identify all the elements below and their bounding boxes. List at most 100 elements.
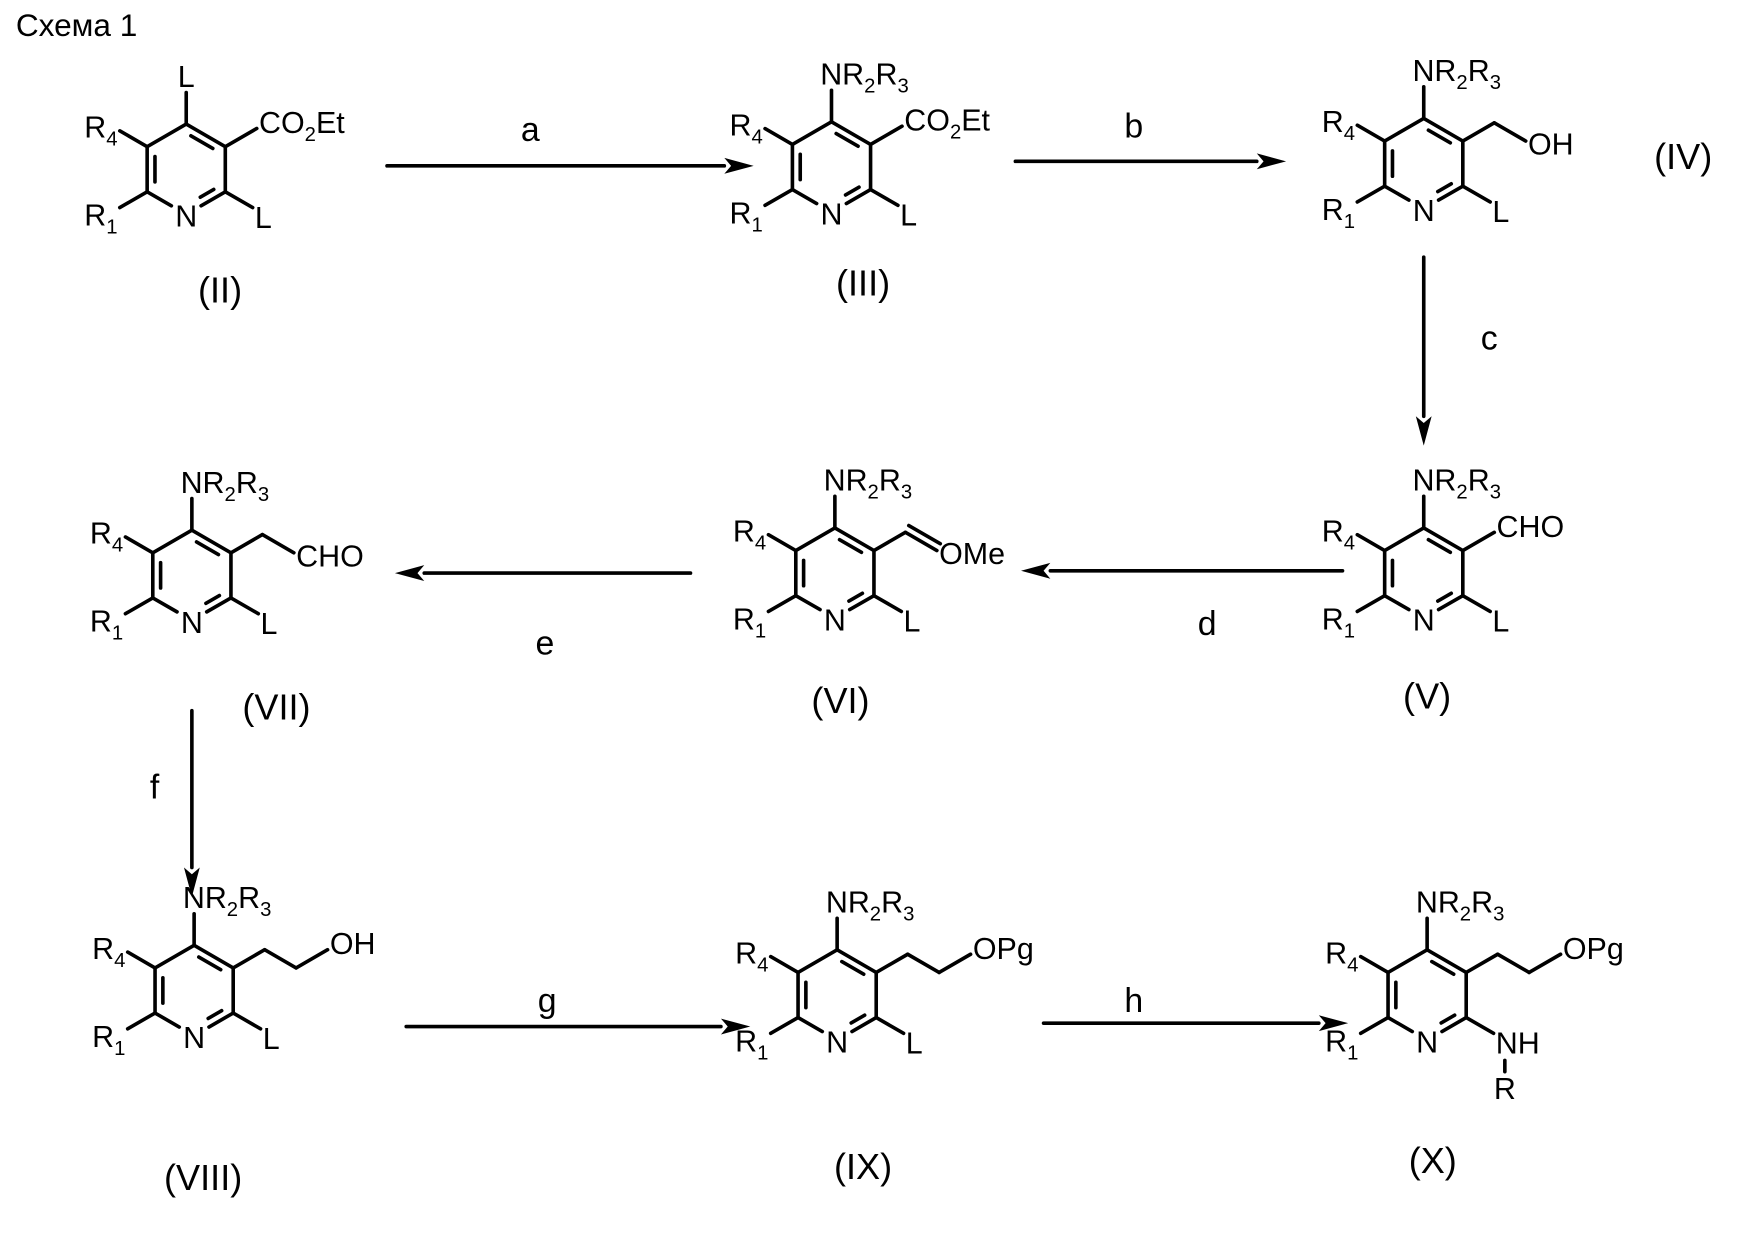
bond-line <box>155 945 194 968</box>
r1-substituent: R1 <box>90 605 123 645</box>
bond-line <box>874 532 905 550</box>
reaction-step-label: g <box>538 982 557 1020</box>
bond-line <box>792 122 831 145</box>
top-substituent: NR2R3 <box>1416 886 1505 926</box>
lower-right-substituent: L <box>904 605 921 639</box>
bond-line <box>1463 186 1490 202</box>
reaction-arrow-c: c <box>1416 257 1498 445</box>
top-substituent: NR2R3 <box>824 464 913 504</box>
bond-line <box>1361 1018 1388 1034</box>
lower-right-substituent: L <box>1492 195 1509 229</box>
arrow-head <box>724 158 753 174</box>
bond-line <box>792 190 816 204</box>
lower-right-substituent: L <box>906 1027 923 1061</box>
compounds: NLR4R1LCO2Et(II)NNR2R3R4R1LCO2Et(III)NNR… <box>84 54 1712 1198</box>
side-chain-group: OPg <box>973 932 1034 966</box>
bond-line <box>1357 125 1384 141</box>
top-substituent: L <box>178 60 195 94</box>
bond-line <box>876 1018 903 1034</box>
bond-line <box>1357 186 1384 202</box>
lower-right-substituent: NH <box>1496 1027 1540 1061</box>
reaction-step-label: b <box>1124 108 1143 146</box>
bond-line <box>1357 596 1384 612</box>
ring-nitrogen: N <box>175 200 197 234</box>
bond-line <box>796 528 835 551</box>
ring-nitrogen: N <box>821 197 843 231</box>
amine-r-substituent: R <box>1494 1072 1516 1106</box>
top-substituent: NR2R3 <box>1412 464 1501 504</box>
bond-line <box>1466 1018 1493 1034</box>
reaction-arrow-h: h <box>1044 982 1349 1031</box>
reaction-arrow-b: b <box>1015 108 1286 170</box>
double-bond-line <box>206 596 219 604</box>
r1-substituent: R1 <box>733 602 766 642</box>
double-bond-line <box>208 1011 221 1019</box>
ring-nitrogen: N <box>826 1026 848 1060</box>
top-substituent: NR2R3 <box>826 886 915 926</box>
r1-substituent: R1 <box>1322 602 1355 642</box>
compound-label: (VII) <box>242 687 310 728</box>
arrow-head <box>1416 416 1432 445</box>
side-chain-group: OMe <box>939 537 1005 571</box>
side-chain-group: CO2Et <box>259 106 345 146</box>
r4-substituent: R4 <box>92 932 125 972</box>
bond-line <box>1463 123 1494 141</box>
bond-line <box>1361 957 1388 973</box>
r4-substituent: R4 <box>1325 936 1358 976</box>
reaction-arrow-g: g <box>406 982 750 1035</box>
bond-line <box>262 535 293 553</box>
reaction-arrow-a: a <box>387 111 754 174</box>
double-bond-line <box>200 189 213 197</box>
arrow-head <box>395 565 424 581</box>
top-substituent: NR2R3 <box>181 466 270 506</box>
r4-substituent: R4 <box>84 111 117 151</box>
arrow-head <box>1257 153 1286 169</box>
bond-line <box>120 131 147 147</box>
compound-label: (V) <box>1403 675 1451 716</box>
r1-substituent: R1 <box>92 1020 125 1060</box>
compound-label: (III) <box>836 263 890 304</box>
compound-VI: NNR2R3R4R1LOMe(VI) <box>733 464 1005 721</box>
double-bond-line <box>909 526 940 544</box>
bond-line <box>768 535 795 551</box>
bond-line <box>1529 954 1560 972</box>
bond-line <box>153 530 192 553</box>
bond-line <box>771 1018 798 1034</box>
reaction-arrow-f: f <box>150 711 200 897</box>
side-chain-group: CHO <box>1497 510 1565 544</box>
top-substituent: NR2R3 <box>1412 54 1501 94</box>
bond-line <box>1385 528 1424 551</box>
compound-label: (X) <box>1409 1140 1457 1181</box>
bond-line <box>1385 186 1409 200</box>
bond-line <box>876 954 907 972</box>
lower-right-substituent: L <box>255 201 272 235</box>
reaction-step-label: c <box>1481 320 1498 358</box>
top-substituent: NR2R3 <box>820 58 909 98</box>
side-chain-group: OH <box>1528 128 1574 162</box>
r4-substituent: R4 <box>1322 514 1355 554</box>
compound-II: NLR4R1LCO2Et(II) <box>84 60 345 310</box>
bond-line <box>225 128 256 146</box>
bond-line <box>905 532 936 550</box>
lower-right-substituent: L <box>263 1022 280 1056</box>
reaction-arrow-e: e <box>395 565 691 662</box>
ring-nitrogen: N <box>1413 194 1435 228</box>
compound-label: (II) <box>198 269 242 310</box>
bond-line <box>771 957 798 973</box>
side-chain-group: CO2Et <box>904 104 990 144</box>
compound-X: NNR2R3R4R1NHROPg(X) <box>1325 886 1624 1182</box>
bond-line <box>765 190 792 206</box>
side-chain-group: OPg <box>1563 932 1624 966</box>
r4-substituent: R4 <box>90 517 123 557</box>
top-substituent: NR2R3 <box>183 881 272 921</box>
bond-line <box>1463 532 1494 550</box>
bond-line <box>1385 596 1409 610</box>
bond-line <box>128 952 155 968</box>
compound-IV: NNR2R3R4R1LOH(IV) <box>1322 54 1712 233</box>
bond-line <box>147 124 186 147</box>
bond-line <box>796 596 820 610</box>
side-chain-group: OH <box>330 927 376 961</box>
r4-substituent: R4 <box>730 108 763 148</box>
bond-line <box>120 192 147 208</box>
bond-line <box>1388 950 1427 973</box>
